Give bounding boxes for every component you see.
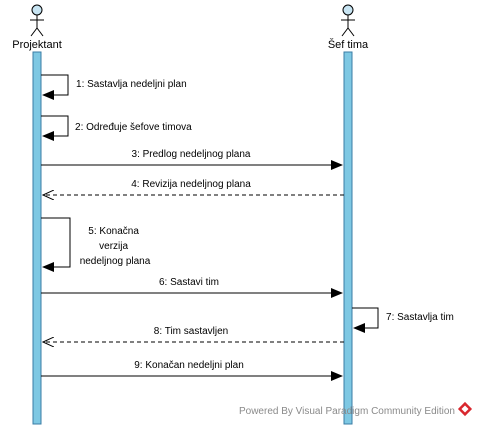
- message-2-self: 2: Određuje šefove timova: [41, 115, 192, 141]
- message-4-return: 4: Revizija nedeljnog plana: [43, 179, 344, 195]
- visual-paradigm-logo-icon: [457, 401, 473, 417]
- message-2-number: 2: [75, 122, 81, 133]
- actor-name-sef-tima: Šef tima: [328, 38, 369, 51]
- message-5-text-line-3: nedeljnog plana: [80, 256, 151, 267]
- message-7-label: 7: Sastavlja tim: [386, 312, 454, 323]
- activation-bar-sef-tima: [343, 51, 353, 425]
- message-1-self: 1: Sastavlja nedeljni plan: [41, 74, 187, 100]
- message-5-text-line-1: 5: Konačna: [88, 226, 139, 237]
- message-3-label: 3: Predlog nedeljnog plana: [132, 149, 251, 160]
- message-8-text: Tim sastavljen: [165, 326, 229, 337]
- message-4-number: 4: [131, 179, 137, 190]
- message-1-text: Sastavlja nedeljni plan: [87, 79, 187, 90]
- message-7-self: 7: Sastavlja tim: [352, 307, 454, 333]
- message-5-label: 5: Konačna verzija nedeljnog plana: [80, 226, 151, 267]
- footer-text: Powered By Visual Paradigm Community Edi…: [239, 406, 455, 417]
- message-6-label: 6: Sastavi tim: [159, 277, 219, 288]
- message-6-call: 6: Sastavi tim: [41, 277, 343, 298]
- message-3-call: 3: Predlog nedeljnog plana: [41, 149, 343, 170]
- message-9-label: 9: Konačan nedeljni plan: [134, 360, 244, 371]
- actor-projektant: Projektant: [12, 4, 62, 51]
- message-8-return: 8: Tim sastavljen: [43, 326, 344, 342]
- actor-name-projektant: Projektant: [12, 39, 62, 51]
- message-8-number: 8: [154, 326, 160, 337]
- message-7-text: Sastavlja tim: [397, 312, 454, 323]
- stick-figure-icon: [30, 4, 44, 37]
- message-2-label: 2: Određuje šefove timova: [75, 122, 192, 133]
- message-9-text: Konačan nedeljni plan: [145, 360, 243, 371]
- message-2-text: Određuje šefove timova: [86, 122, 192, 133]
- message-1-label: 1: Sastavlja nedeljni plan: [76, 79, 187, 90]
- message-5-self: 5: Konačna verzija nedeljnog plana: [41, 217, 151, 272]
- message-9-call: 9: Konačan nedeljni plan: [41, 360, 343, 381]
- message-3-text: Predlog nedeljnog plana: [143, 149, 251, 160]
- message-6-text: Sastavi tim: [170, 277, 219, 288]
- message-4-text: Revizija nedeljnog plana: [142, 179, 251, 190]
- actor-sef-tima: Šef tima: [328, 4, 369, 51]
- message-7-number: 7: [386, 312, 392, 323]
- message-5-text-line-2: verzija: [99, 241, 128, 252]
- message-9-number: 9: [134, 360, 140, 371]
- message-3-number: 3: [132, 149, 138, 160]
- message-6-number: 6: [159, 277, 165, 288]
- message-1-number: 1: [76, 79, 82, 90]
- footer-watermark: Powered By Visual Paradigm Community Edi…: [239, 401, 473, 417]
- activation-bar-projektant: [32, 51, 42, 425]
- message-8-label: 8: Tim sastavljen: [154, 326, 229, 337]
- stick-figure-icon: [341, 4, 355, 37]
- message-4-label: 4: Revizija nedeljnog plana: [131, 179, 251, 190]
